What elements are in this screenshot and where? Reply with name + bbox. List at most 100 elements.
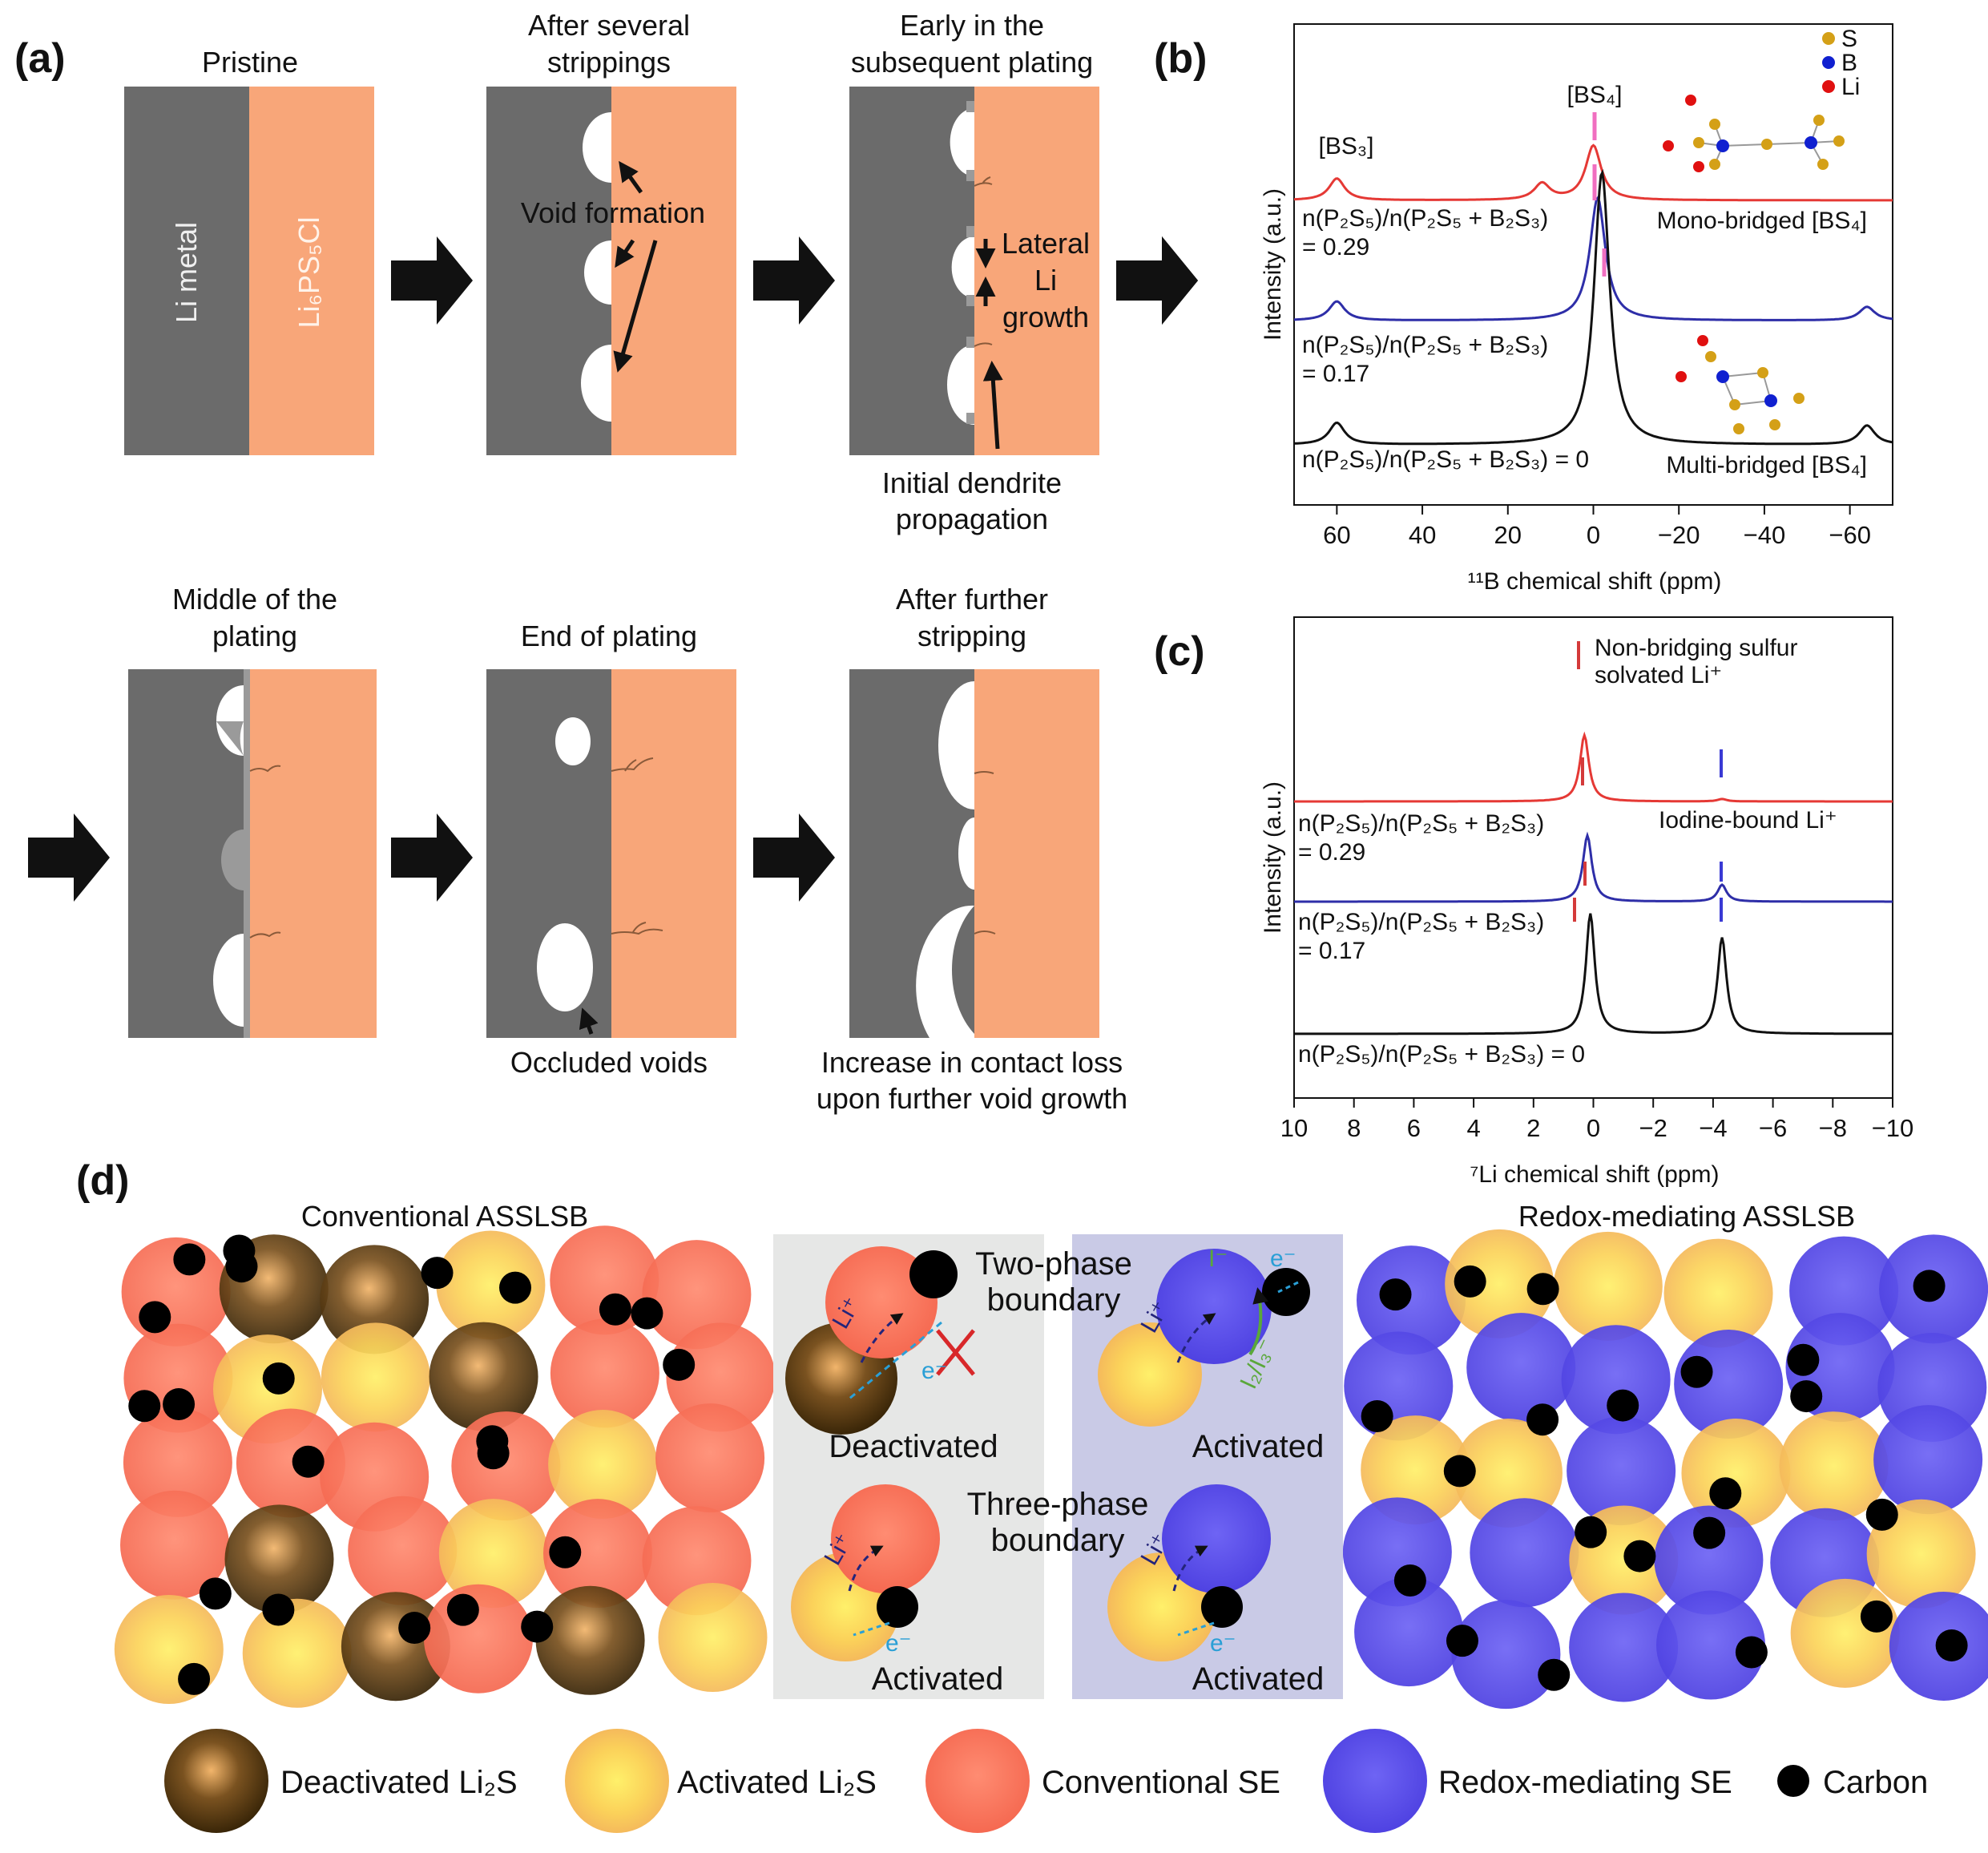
cell-further-stripping <box>849 669 1099 1038</box>
cell-pristine: Li metal Li₆PS₅Cl <box>124 87 374 455</box>
cell-end-plating <box>486 669 736 1038</box>
particle <box>1656 1590 1766 1700</box>
chart-c-series-1 <box>1294 731 1893 803</box>
multi-bridged-label: Multi-bridged [BS₄] <box>1666 452 1867 478</box>
carbon-particle <box>398 1612 431 1645</box>
redox-title: Redox-mediating ASSLSB <box>1518 1200 1855 1233</box>
atom-legend-s-dot <box>1822 32 1835 45</box>
material-legend: Deactivated Li₂S Activated Li₂S Conventi… <box>164 1729 1928 1833</box>
title-end-plating: End of plating <box>521 620 697 652</box>
three-phase-label-2: boundary <box>991 1523 1125 1558</box>
particle <box>348 1496 458 1605</box>
particle <box>550 1318 659 1428</box>
chart-c-series-3 <box>1294 913 1893 1036</box>
chart-c-tick-label: −4 <box>1699 1114 1727 1142</box>
carbon-particle <box>1935 1629 1968 1661</box>
activated-label-2: Activated <box>872 1661 1004 1697</box>
carbon-particle <box>163 1388 196 1421</box>
peak-label-bs3: [BS₃] <box>1319 133 1374 159</box>
series-c1-line2: = 0.29 <box>1298 839 1365 866</box>
particle <box>120 1490 230 1600</box>
activated-label-1: Activated <box>1192 1429 1325 1464</box>
arrow-into-b <box>1116 236 1198 325</box>
li-metal-label: Li metal <box>170 222 203 323</box>
title-strippings-2: strippings <box>547 46 671 79</box>
chart-c-tick-label: 6 <box>1407 1114 1421 1142</box>
carbon-particle <box>128 1390 161 1423</box>
carbon-particle <box>421 1257 454 1290</box>
particle <box>1654 1505 1764 1615</box>
chart-b-tick-label: 20 <box>1494 521 1522 549</box>
particle <box>1356 1245 1466 1355</box>
particle <box>543 1499 653 1609</box>
carbon-particle <box>1709 1477 1742 1510</box>
particle <box>1569 1593 1679 1702</box>
mono-bridged-structure <box>1663 95 1845 172</box>
particle <box>1866 1499 1976 1609</box>
carbon-particle <box>1787 1343 1820 1376</box>
lateral-label-3: growth <box>1002 301 1089 333</box>
title-strippings-1: After several <box>528 9 690 42</box>
chart-b-series-2 <box>1294 195 1893 321</box>
chart-b-tick-label: 40 <box>1409 521 1436 549</box>
carbon-particle <box>262 1362 295 1395</box>
chart-c-tick-label: −2 <box>1639 1114 1667 1142</box>
carbon-particle <box>139 1301 171 1334</box>
legend-swatch-redox <box>1323 1729 1427 1833</box>
carbon-particle <box>499 1271 532 1304</box>
series-c1-line1: n(P₂S₅)/n(P₂S₅ + B₂S₃) <box>1298 810 1544 837</box>
three-phase-redox <box>1107 1484 1271 1661</box>
dendrite-label-2: propagation <box>896 503 1048 535</box>
legend-deactivated-li2s: Deactivated Li₂S <box>280 1765 518 1800</box>
dendrite-label-1: Initial dendrite <box>882 466 1062 499</box>
legend-swatch-activated <box>565 1729 669 1833</box>
chart-c-tick-label: 8 <box>1347 1114 1361 1142</box>
particle <box>1354 1577 1464 1687</box>
chart-c-tick-label: −6 <box>1759 1114 1787 1142</box>
particle <box>242 1598 352 1708</box>
series-b1-line2: = 0.29 <box>1302 234 1369 260</box>
particle <box>429 1322 538 1431</box>
three-phase-label-1: Three-phase <box>967 1487 1149 1522</box>
carbon-particle <box>262 1593 295 1626</box>
particle <box>655 1403 765 1513</box>
contact-loss-label-1: Increase in contact loss <box>821 1046 1123 1079</box>
legend-carbon: Carbon <box>1823 1765 1928 1800</box>
carbon-particle <box>1446 1625 1478 1657</box>
atom-legend-li-dot <box>1822 80 1835 93</box>
title-further-2: stripping <box>917 620 1026 652</box>
carbon-particle <box>599 1293 631 1326</box>
particle <box>1466 1313 1576 1423</box>
series-c2-line2: = 0.17 <box>1298 938 1365 964</box>
particle <box>320 1245 429 1354</box>
legend-conventional-se: Conventional SE <box>1042 1765 1280 1800</box>
title-further-1: After further <box>896 583 1048 616</box>
particle <box>224 1504 334 1614</box>
carbon-particle <box>1607 1389 1639 1422</box>
conventional-title: Conventional ASSLSB <box>301 1200 588 1233</box>
carbon-particle <box>1526 1403 1559 1436</box>
particle <box>1567 1416 1676 1526</box>
carbon-particle <box>1623 1540 1656 1572</box>
carbon-particle <box>1575 1516 1607 1548</box>
panel-label-a: (a) <box>14 35 66 82</box>
title-early-2: subsequent plating <box>851 46 1093 79</box>
carbon-particle <box>1865 1498 1898 1531</box>
cell-after-strippings: Void formation <box>486 87 736 455</box>
carbon-particle <box>178 1662 211 1695</box>
legend-swatch-conventional <box>925 1729 1030 1833</box>
chart-b-series-1 <box>1294 143 1893 202</box>
particle <box>1361 1415 1470 1525</box>
carbon-particle <box>1538 1658 1571 1691</box>
occluded-voids-label: Occluded voids <box>510 1046 708 1079</box>
i-minus-label: I⁻ <box>1208 1245 1228 1272</box>
e-minus-label-2: e⁻ <box>1270 1245 1296 1272</box>
three-phase-conventional <box>791 1484 940 1661</box>
particle <box>1681 1419 1791 1528</box>
deactivated-label: Deactivated <box>829 1429 998 1464</box>
particle <box>423 1584 533 1694</box>
chart-c-tick-label: 10 <box>1280 1114 1308 1142</box>
peak-label-bs4: [BS₄] <box>1567 82 1623 108</box>
